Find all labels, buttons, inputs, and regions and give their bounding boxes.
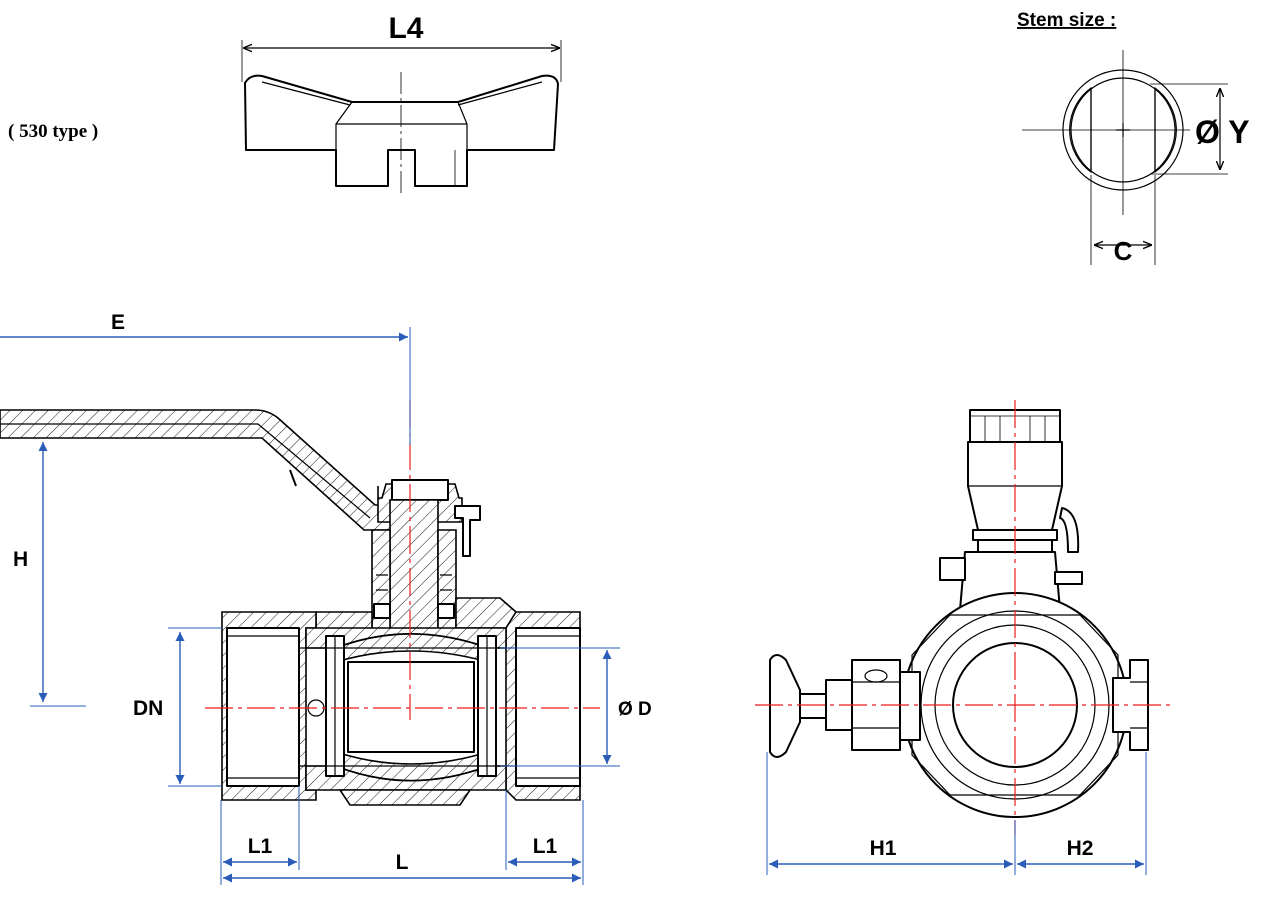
label-c: C — [1114, 236, 1133, 266]
label-e: E — [111, 311, 125, 334]
stem-size-view — [1022, 50, 1228, 265]
stop-tab — [454, 505, 481, 557]
label-l1-left: L1 — [248, 835, 273, 858]
side-tee-handle — [769, 654, 801, 758]
label-y: Ø Y — [1195, 114, 1250, 150]
label-l1-right: L1 — [533, 835, 558, 858]
handle-type-note: ( 530 type ) — [8, 121, 98, 142]
label-d: Ø D — [618, 699, 652, 720]
butterfly-handle-view — [241, 40, 562, 195]
label-l4: L4 — [388, 12, 423, 45]
lever-handle — [0, 409, 411, 531]
stem-outer-circle — [1062, 69, 1184, 191]
label-h1: H1 — [870, 837, 897, 860]
valve-side-view — [755, 400, 1170, 875]
label-l: L — [396, 851, 409, 874]
stem-size-title: Stem size : — [1017, 10, 1116, 31]
butterfly-handle-outline — [244, 74, 559, 187]
label-h: H — [13, 548, 28, 571]
label-dn: DN — [133, 697, 163, 720]
valve-section-view — [0, 327, 620, 885]
label-h2: H2 — [1067, 837, 1094, 860]
